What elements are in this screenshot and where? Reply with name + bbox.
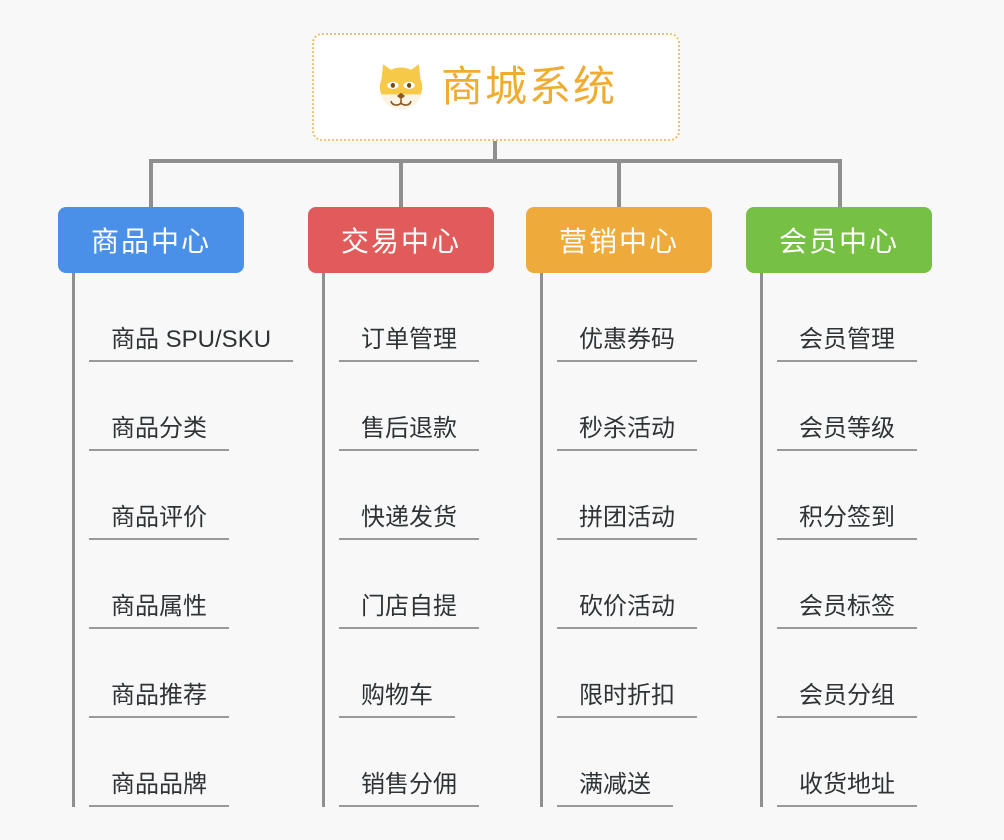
leaf-label: 收货地址: [777, 771, 917, 807]
leaf-list-trade-center: 订单管理 售后退款 快递发货 门店自提 购物车 销售分佣: [322, 273, 494, 807]
leaf-label: 商品品牌: [89, 771, 229, 807]
list-item[interactable]: 会员管理: [777, 273, 932, 362]
leaf-list-product-center: 商品 SPU/SKU 商品分类 商品评价 商品属性 商品推荐 商品品牌: [72, 273, 294, 807]
category-header-trade-center[interactable]: 交易中心: [308, 207, 494, 273]
list-item[interactable]: 订单管理: [339, 273, 494, 362]
connector-drop-trade-center: [399, 159, 403, 209]
list-item[interactable]: 售后退款: [339, 362, 494, 451]
leaf-label: 商品评价: [89, 504, 229, 540]
leaf-label: 优惠券码: [557, 326, 697, 362]
leaf-list-marketing-center: 优惠券码 秒杀活动 拼团活动 砍价活动 限时折扣 满减送: [540, 273, 712, 807]
leaf-label: 会员等级: [777, 415, 917, 451]
category-header-marketing-center[interactable]: 营销中心: [526, 207, 712, 273]
root-title: 商城系统: [440, 63, 617, 110]
category-header-member-center[interactable]: 会员中心: [746, 207, 932, 273]
category-header-product-center[interactable]: 商品中心: [58, 207, 244, 273]
leaf-label: 会员分组: [777, 682, 917, 718]
leaf-label: 会员标签: [777, 593, 917, 629]
leaf-label: 砍价活动: [557, 593, 697, 629]
category-label: 商品中心: [90, 226, 211, 257]
root-node[interactable]: 商城系统: [312, 33, 680, 141]
list-item[interactable]: 收货地址: [777, 718, 932, 807]
leaf-label: 限时折扣: [557, 682, 697, 718]
leaf-label: 门店自提: [339, 593, 479, 629]
list-item[interactable]: 商品品牌: [89, 718, 244, 807]
list-item[interactable]: 会员分组: [777, 629, 932, 718]
connector-drop-member-center: [838, 159, 842, 209]
connector-drop-marketing-center: [617, 159, 621, 209]
list-item[interactable]: 拼团活动: [557, 451, 712, 540]
list-item[interactable]: 购物车: [339, 629, 494, 718]
list-item[interactable]: 秒杀活动: [557, 362, 712, 451]
list-item[interactable]: 会员等级: [777, 362, 932, 451]
column-product-center: 商品中心 商品 SPU/SKU 商品分类 商品评价 商品属性 商品推荐 商品品牌: [58, 207, 294, 807]
list-item[interactable]: 门店自提: [339, 540, 494, 629]
leaf-label: 满减送: [557, 771, 673, 807]
list-item[interactable]: 商品属性: [89, 540, 244, 629]
leaf-label: 会员管理: [777, 326, 917, 362]
leaf-label: 快递发货: [339, 504, 479, 540]
list-item[interactable]: 限时折扣: [557, 629, 712, 718]
column-trade-center: 交易中心 订单管理 售后退款 快递发货 门店自提 购物车 销售分佣: [308, 207, 494, 807]
list-item[interactable]: 商品分类: [89, 362, 244, 451]
leaf-list-member-center: 会员管理 会员等级 积分签到 会员标签 会员分组 收货地址: [760, 273, 932, 807]
list-item[interactable]: 砍价活动: [557, 540, 712, 629]
leaf-label: 秒杀活动: [557, 415, 697, 451]
category-label: 营销中心: [558, 226, 679, 257]
list-item[interactable]: 会员标签: [777, 540, 932, 629]
list-item[interactable]: 商品 SPU/SKU: [89, 273, 294, 362]
list-item[interactable]: 快递发货: [339, 451, 494, 540]
connector-horizontal-bus: [149, 159, 842, 163]
leaf-label: 购物车: [339, 682, 455, 718]
leaf-label: 商品属性: [89, 593, 229, 629]
list-item[interactable]: 销售分佣: [339, 718, 494, 807]
list-item[interactable]: 积分签到: [777, 451, 932, 540]
leaf-label: 售后退款: [339, 415, 479, 451]
dog-face-icon: [379, 64, 423, 110]
list-item[interactable]: 优惠券码: [557, 273, 712, 362]
connector-root-stem: [493, 141, 497, 163]
list-item[interactable]: 商品推荐: [89, 629, 244, 718]
column-marketing-center: 营销中心 优惠券码 秒杀活动 拼团活动 砍价活动 限时折扣 满减送: [526, 207, 712, 807]
leaf-label: 积分签到: [777, 504, 917, 540]
list-item[interactable]: 满减送: [557, 718, 712, 807]
column-member-center: 会员中心 会员管理 会员等级 积分签到 会员标签 会员分组 收货地址: [746, 207, 932, 807]
leaf-label: 商品 SPU/SKU: [89, 326, 294, 362]
category-label: 交易中心: [340, 226, 461, 257]
leaf-label: 订单管理: [339, 326, 479, 362]
leaf-label: 商品分类: [89, 415, 229, 451]
category-label: 会员中心: [778, 226, 899, 257]
list-item[interactable]: 商品评价: [89, 451, 244, 540]
leaf-label: 拼团活动: [557, 504, 697, 540]
connector-drop-product-center: [149, 159, 153, 209]
leaf-label: 销售分佣: [339, 771, 479, 807]
leaf-label: 商品推荐: [89, 682, 229, 718]
